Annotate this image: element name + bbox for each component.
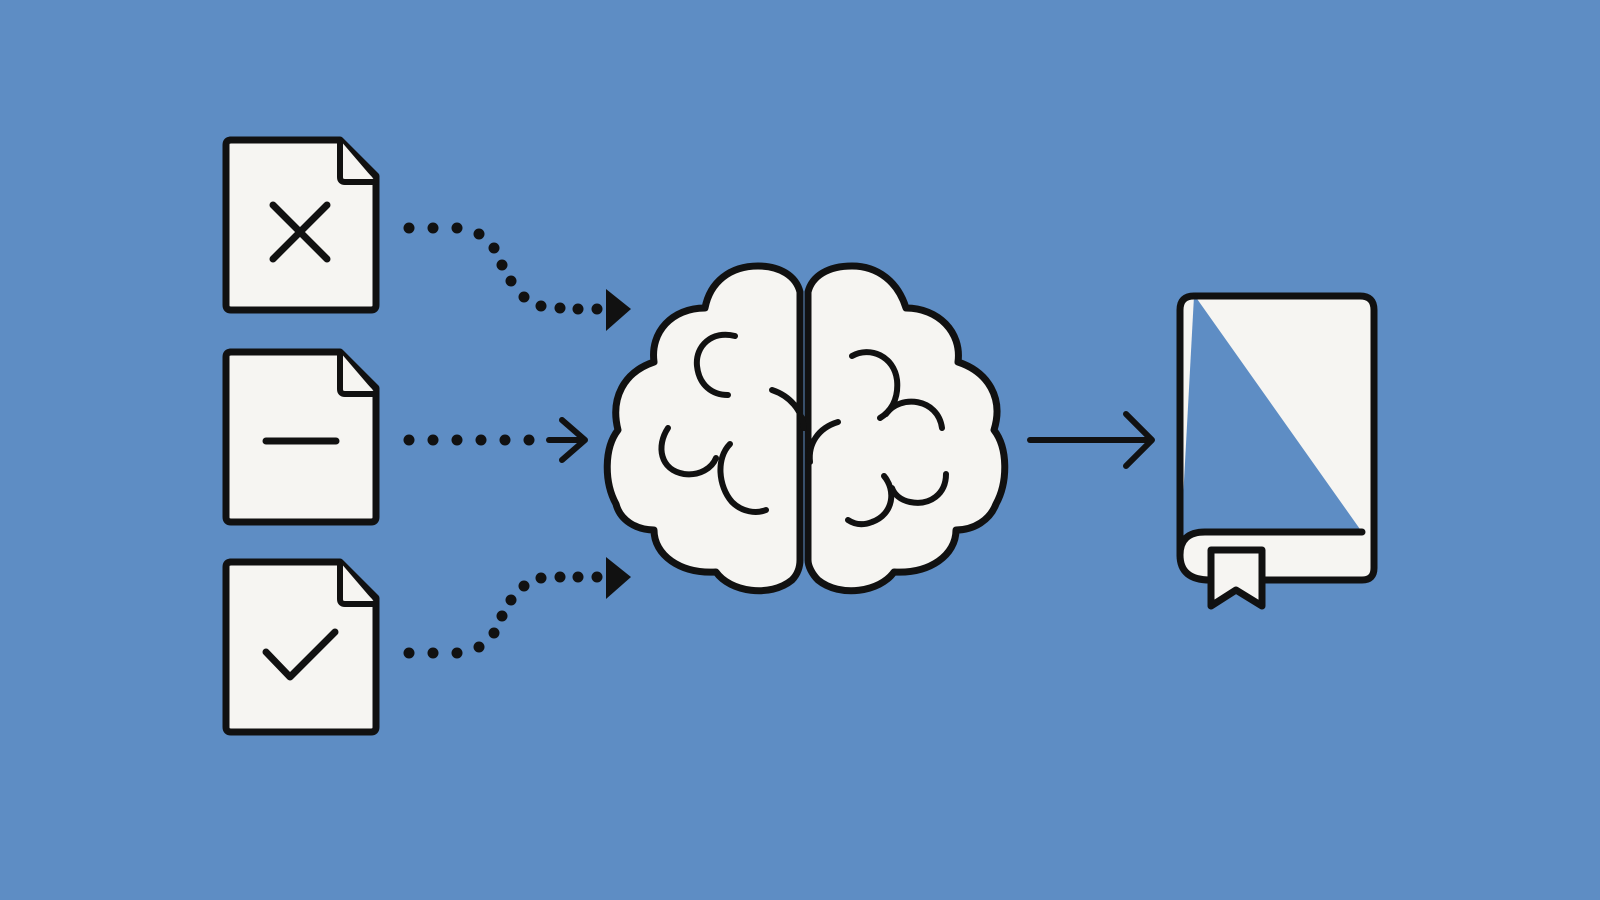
connector-dot bbox=[518, 291, 530, 303]
connector-dot bbox=[473, 228, 485, 240]
bookmark-ribbon bbox=[1207, 546, 1266, 610]
connector-dot bbox=[403, 647, 415, 659]
document-approved-fold bbox=[337, 559, 379, 607]
dotted-arrow-top bbox=[403, 222, 603, 315]
document-neutral bbox=[222, 348, 380, 526]
connector-dot bbox=[518, 580, 530, 592]
connector-dot bbox=[451, 647, 463, 659]
connector-dot bbox=[403, 434, 415, 446]
connector-dot bbox=[475, 434, 487, 446]
connector-dot bbox=[496, 259, 508, 271]
dotted-arrows bbox=[403, 222, 603, 659]
connector-dot bbox=[505, 594, 517, 606]
dotted-arrow-top-head bbox=[606, 289, 631, 331]
connector-dot bbox=[496, 610, 508, 622]
document-neutral-fold bbox=[337, 349, 379, 397]
bookmarked-book-icon bbox=[1176, 292, 1378, 610]
document-neutral-page bbox=[222, 348, 380, 526]
book-front bbox=[1176, 292, 1198, 559]
dotted-arrow-middle bbox=[403, 434, 535, 446]
connector-dot bbox=[535, 572, 547, 584]
connector-dot bbox=[523, 434, 535, 446]
solid-arrow bbox=[1027, 411, 1155, 469]
connector-dot bbox=[451, 434, 463, 446]
connector-dot bbox=[572, 303, 584, 315]
connector-dot bbox=[473, 641, 485, 653]
check-mark-icon bbox=[262, 628, 339, 681]
connector-dot bbox=[403, 222, 415, 234]
document-approved bbox=[222, 558, 380, 736]
document-rejected-page bbox=[222, 136, 380, 314]
x-mark-icon bbox=[269, 201, 331, 263]
connector-dot bbox=[427, 434, 439, 446]
connector-dot bbox=[488, 242, 500, 254]
connector-dot bbox=[554, 302, 566, 314]
document-approved-page bbox=[222, 558, 380, 736]
connector-dot bbox=[427, 222, 439, 234]
connector-dot bbox=[591, 303, 603, 315]
dotted-arrow-bottom bbox=[403, 571, 603, 659]
connector-dot bbox=[554, 571, 566, 583]
connector-dot bbox=[451, 222, 463, 234]
connector-dot bbox=[591, 571, 603, 583]
connector-dot bbox=[535, 300, 547, 312]
brain-icon bbox=[603, 262, 1009, 595]
connector-dot bbox=[427, 647, 439, 659]
brain-right-hemisphere bbox=[804, 262, 1009, 595]
connector-dot bbox=[505, 275, 517, 287]
connector-dot bbox=[572, 571, 584, 583]
document-rejected-fold bbox=[337, 137, 379, 185]
dotted-arrow-middle-head bbox=[546, 417, 588, 463]
connector-dot bbox=[499, 434, 511, 446]
connector-dot bbox=[488, 627, 500, 639]
dotted-arrow-bottom-head bbox=[606, 557, 631, 599]
document-rejected bbox=[222, 136, 380, 314]
